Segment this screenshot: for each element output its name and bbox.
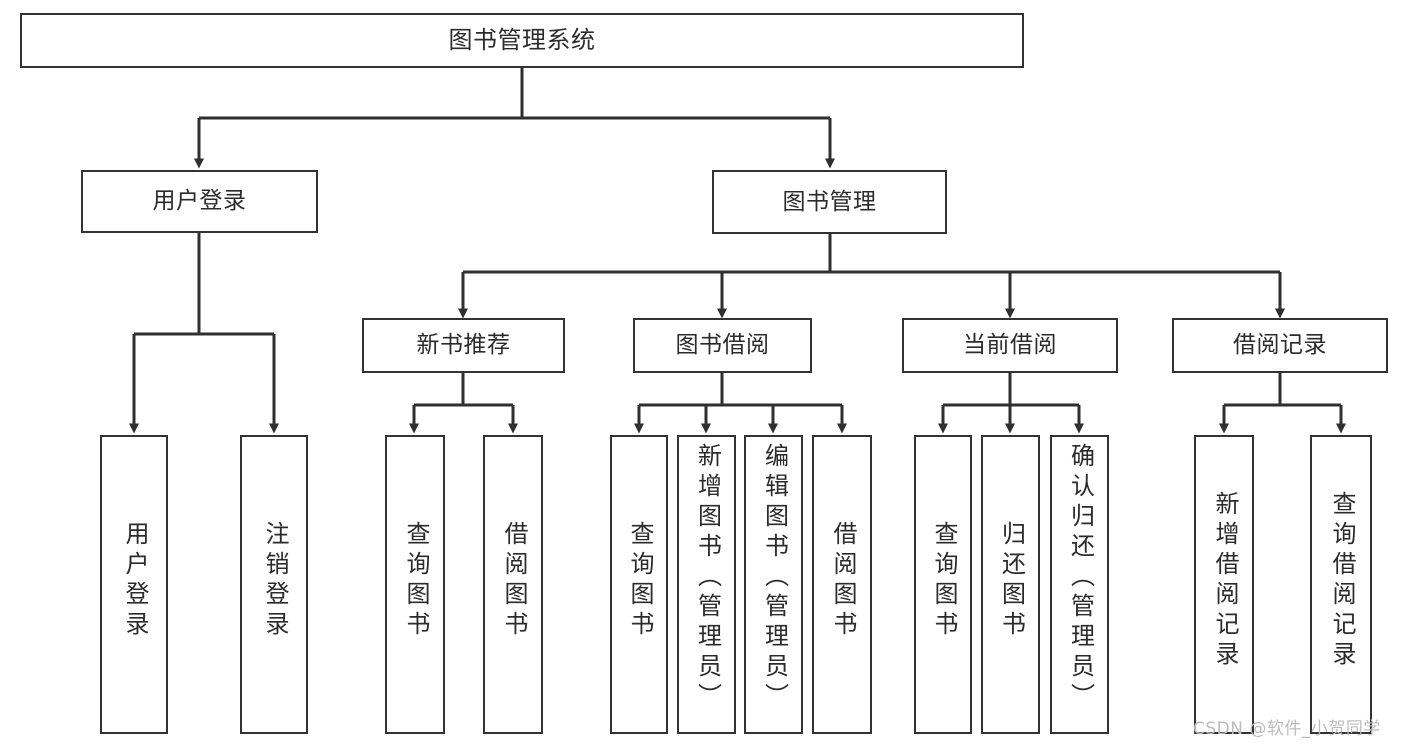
leaf-current-return-book[interactable]: 归还图书	[981, 435, 1040, 734]
node-label: 用户登录	[120, 520, 149, 641]
leaf-user-login-login[interactable]: 用户登录	[100, 435, 168, 734]
watermark: CSDN @软件_小贺同学	[1193, 719, 1381, 739]
node-label: 查询图书	[401, 520, 430, 641]
node-label: 归还图书	[997, 520, 1026, 641]
leaf-current-query-book[interactable]: 查询图书	[914, 435, 972, 734]
leaf-user-login-logout[interactable]: 注销登录	[240, 435, 308, 734]
node-borrow-record[interactable]: 借阅记录	[1172, 318, 1388, 373]
node-label: 当前借阅	[963, 332, 1057, 359]
node-label: 图书借阅	[675, 332, 770, 359]
node-current-borrow[interactable]: 当前借阅	[902, 318, 1118, 373]
leaf-borrow-add-book-admin[interactable]: 新增图书（管理员）	[677, 435, 736, 734]
node-label: 用户登录	[152, 188, 247, 215]
leaf-borrow-borrow-book[interactable]: 借阅图书	[812, 435, 872, 734]
node-label: 图书管理系统	[448, 25, 596, 54]
node-label: 新增借阅记录	[1210, 490, 1239, 671]
node-label: 新书推荐	[416, 332, 511, 359]
leaf-current-confirm-return-admin[interactable]: 确认归还（管理员）	[1050, 435, 1109, 734]
node-label: 借阅图书	[828, 520, 857, 641]
node-label: 注销登录	[260, 520, 289, 641]
node-new-book-recommend[interactable]: 新书推荐	[362, 318, 565, 373]
leaf-borrow-query-book[interactable]: 查询图书	[610, 435, 668, 734]
node-user-login[interactable]: 用户登录	[81, 170, 318, 233]
node-book-borrow[interactable]: 图书借阅	[633, 318, 812, 373]
node-label: 编辑图书（管理员）	[760, 443, 789, 713]
node-root-system[interactable]: 图书管理系统	[20, 13, 1024, 68]
node-label: 借阅图书	[499, 520, 528, 641]
node-label: 借阅记录	[1233, 332, 1327, 359]
node-label: 查询图书	[929, 520, 958, 641]
leaf-recommend-borrow-book[interactable]: 借阅图书	[483, 435, 543, 734]
leaf-borrow-edit-book-admin[interactable]: 编辑图书（管理员）	[744, 435, 803, 734]
node-label: 新增图书（管理员）	[693, 443, 722, 713]
node-label: 查询图书	[625, 520, 654, 641]
leaf-recommend-query-book[interactable]: 查询图书	[385, 435, 445, 734]
node-label: 图书管理	[782, 188, 877, 215]
leaf-record-add-record[interactable]: 新增借阅记录	[1194, 435, 1254, 734]
node-label: 查询借阅记录	[1327, 490, 1356, 671]
leaf-record-query-record[interactable]: 查询借阅记录	[1310, 435, 1372, 734]
node-label: 确认归还（管理员）	[1066, 443, 1095, 713]
node-book-management[interactable]: 图书管理	[712, 170, 947, 234]
